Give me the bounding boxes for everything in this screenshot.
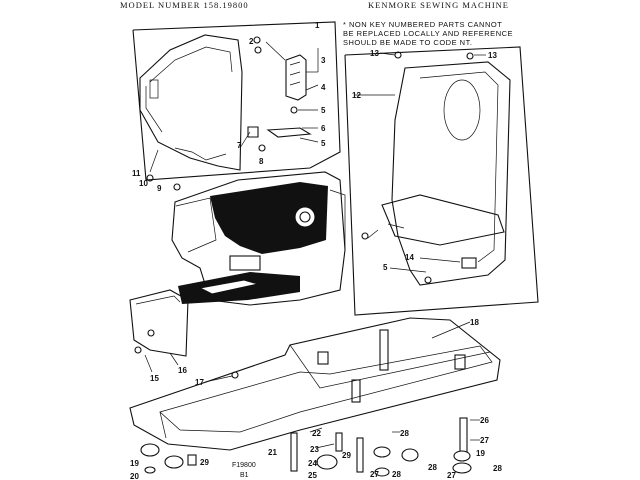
callout-14: 14 xyxy=(405,253,414,262)
note-line: SHOULD BE MADE TO CODE NT. xyxy=(343,38,473,47)
callout-24: 24 xyxy=(308,459,317,468)
callout-3: 3 xyxy=(321,56,326,65)
callout-22: 22 xyxy=(312,429,321,438)
callout-5b: 5 xyxy=(321,139,326,148)
brand-title: KENMORE SEWING MACHINE xyxy=(368,0,509,10)
sewing-machine-head xyxy=(171,171,346,306)
callout-25: 25 xyxy=(308,471,317,480)
note-line: BE REPLACED LOCALLY AND REFERENCE xyxy=(343,29,514,38)
callout-8: 8 xyxy=(259,157,264,166)
machine-base xyxy=(129,317,501,451)
callout-9: 9 xyxy=(157,184,162,193)
callout-19b: 19 xyxy=(476,449,485,458)
note-line: * NON KEY NUMBERED PARTS CANNOT xyxy=(343,20,503,29)
callout-1: 1 xyxy=(315,21,320,30)
callout-7: 7 xyxy=(237,141,242,150)
callout-4: 4 xyxy=(321,83,326,92)
callout-17: 17 xyxy=(195,378,204,387)
callout-10: 10 xyxy=(139,179,148,188)
parts-note: * NON KEY NUMBERED PARTS CANNOT BE REPLA… xyxy=(343,20,528,47)
callout-5c: 5 xyxy=(383,263,388,272)
callout-20: 20 xyxy=(130,472,139,480)
callout-2: 2 xyxy=(249,37,254,46)
callout-15: 15 xyxy=(150,374,159,383)
callout-27a: 27 xyxy=(480,436,489,445)
callout-16: 16 xyxy=(178,366,187,375)
rear-cover-inset xyxy=(344,46,539,316)
callout-12: 12 xyxy=(352,91,361,100)
light-cover-part xyxy=(129,289,189,373)
callout-5a: 5 xyxy=(321,106,326,115)
callout-13b: 13 xyxy=(488,51,497,60)
callout-28c: 28 xyxy=(428,463,437,472)
face-cover-inset xyxy=(132,21,341,191)
callout-29a: 29 xyxy=(200,458,209,467)
callout-11: 11 xyxy=(132,169,141,178)
figure-sub: B1 xyxy=(240,472,249,479)
callout-28d: 28 xyxy=(493,464,502,473)
callout-19: 19 xyxy=(130,459,139,468)
callout-28b: 28 xyxy=(392,470,401,479)
callout-13a: 13 xyxy=(370,49,379,58)
callout-29b: 29 xyxy=(342,451,351,460)
callout-18: 18 xyxy=(470,318,479,327)
callout-27b: 27 xyxy=(370,470,379,479)
callout-27c: 27 xyxy=(447,471,456,480)
model-number: MODEL NUMBER 158.19800 xyxy=(120,0,249,10)
callout-26: 26 xyxy=(480,416,489,425)
figure-code: F19800 xyxy=(232,462,256,469)
callout-21: 21 xyxy=(268,448,277,457)
feet-hardware xyxy=(140,417,480,477)
callout-28a: 28 xyxy=(400,429,409,438)
callout-23: 23 xyxy=(310,445,319,454)
callout-6: 6 xyxy=(321,124,326,133)
